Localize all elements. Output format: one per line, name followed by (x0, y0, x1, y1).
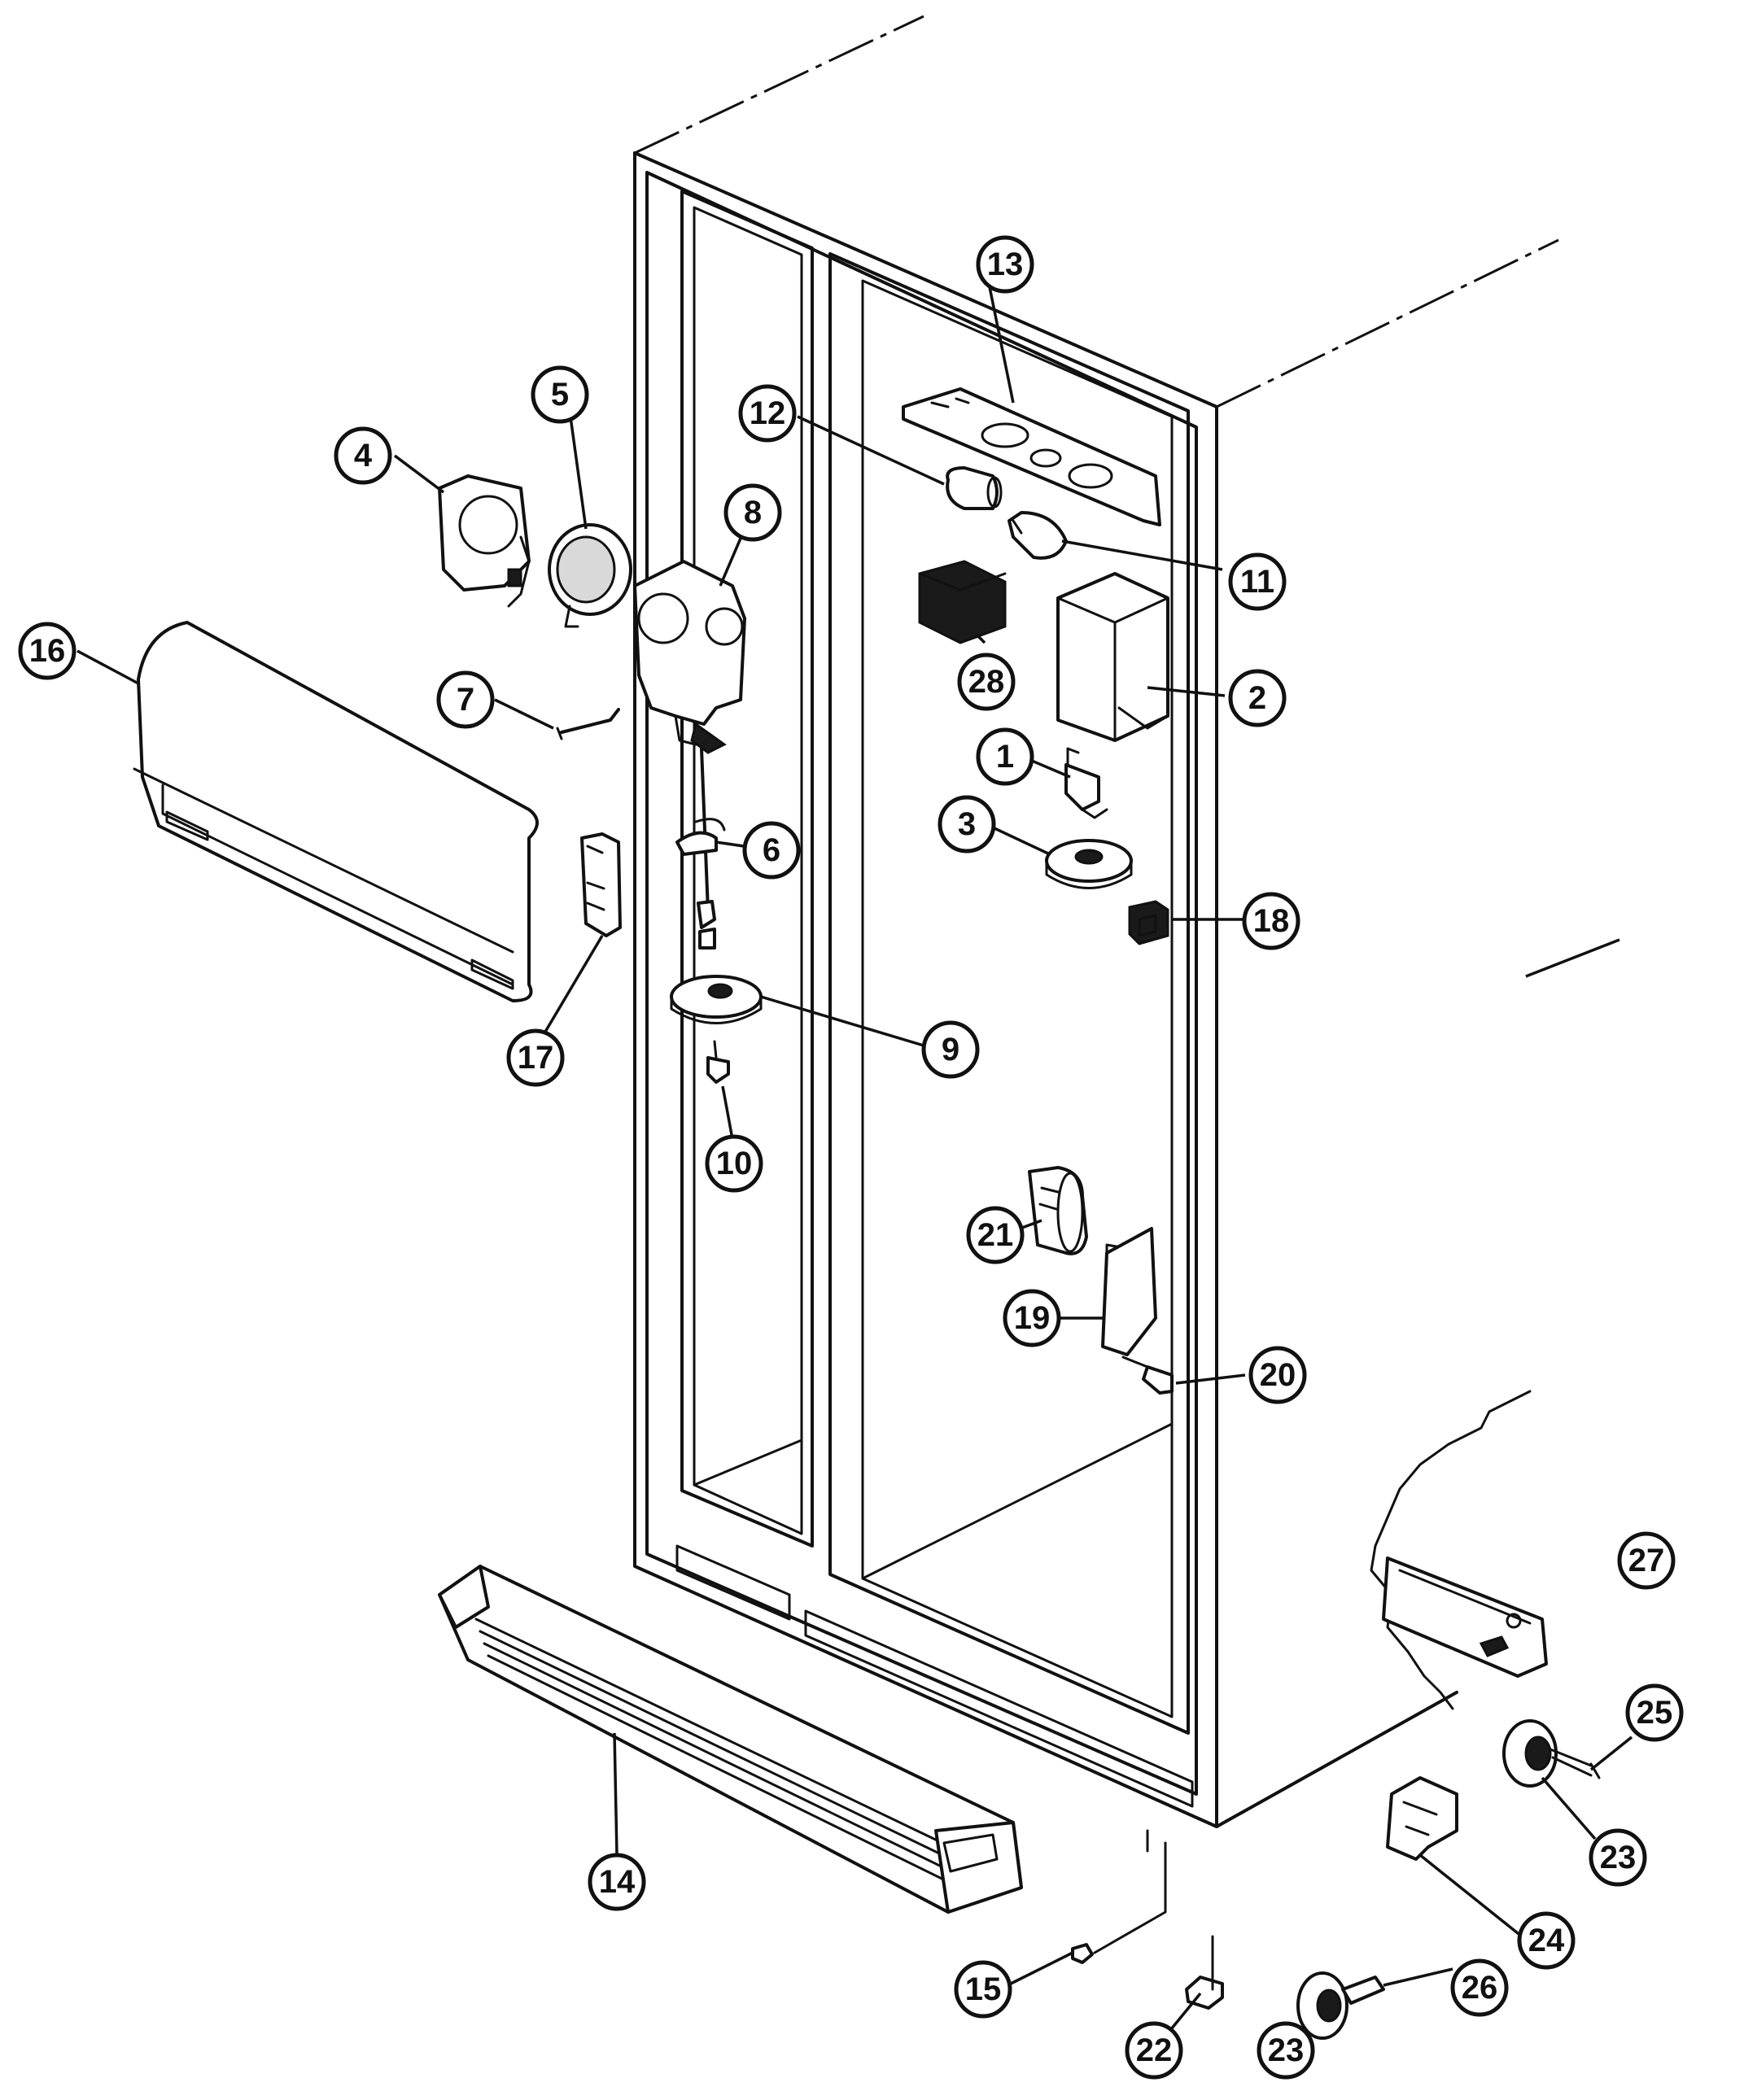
svg-text:3: 3 (958, 806, 976, 842)
callout-22: 22 (1125, 2021, 1183, 2080)
leader-lines (76, 282, 1633, 2040)
control-cover-box (1056, 572, 1169, 742)
light-bulb (1007, 511, 1068, 560)
callout-18: 18 (1242, 892, 1300, 950)
callout-28: 28 (957, 653, 1016, 711)
callout-4: 4 (334, 426, 392, 485)
svg-text:24: 24 (1528, 1923, 1565, 1958)
drain-trough (1028, 1166, 1088, 1255)
rail-bracket (1382, 1556, 1548, 1678)
door-switch (1064, 747, 1108, 819)
panel-hinge-bracket (580, 832, 622, 937)
roller-bracket (1386, 1776, 1458, 1861)
auger-motor-housing (633, 560, 746, 754)
svg-text:14: 14 (599, 1864, 636, 1900)
svg-text:28: 28 (968, 664, 1005, 700)
callout-2: 2 (1228, 669, 1287, 727)
callout-8: 8 (723, 483, 782, 542)
svg-text:25: 25 (1637, 1695, 1673, 1731)
svg-text:1: 1 (996, 739, 1014, 775)
callout-13: 13 (976, 235, 1034, 294)
callout-19: 19 (1003, 1289, 1061, 1347)
svg-text:15: 15 (965, 1971, 1002, 2007)
svg-text:11: 11 (1240, 564, 1274, 600)
callout-21: 21 (966, 1206, 1025, 1264)
callout-9: 9 (921, 1020, 980, 1079)
roller-axle-bolt (1549, 1748, 1601, 1779)
svg-text:20: 20 (1260, 1357, 1296, 1393)
dispenser-front-panel (133, 621, 539, 1002)
callout-5: 5 (531, 365, 589, 424)
cover-clip (1128, 900, 1169, 945)
shaft-bearing (670, 975, 763, 1024)
grille-clip (1071, 1943, 1094, 1964)
svg-text:22: 22 (1136, 2032, 1173, 2068)
svg-text:13: 13 (987, 247, 1024, 282)
dispenser-shaft (675, 747, 726, 950)
roller-wheel-lower (1296, 1971, 1348, 2040)
svg-text:10: 10 (716, 1146, 753, 1181)
svg-text:2: 2 (1248, 680, 1266, 716)
callout-23-lower: 23 (1257, 2021, 1315, 2080)
callout-25: 25 (1625, 1683, 1684, 1742)
svg-text:19: 19 (1014, 1300, 1051, 1336)
svg-text:18: 18 (1253, 903, 1290, 939)
actuator-rod (556, 708, 620, 740)
callout-1: 1 (976, 727, 1034, 786)
relay-block (918, 560, 1007, 644)
svg-text:4: 4 (354, 438, 373, 474)
shaft-screw (706, 1040, 730, 1084)
light-socket-bracket (902, 387, 1161, 526)
svg-text:7: 7 (457, 682, 474, 718)
svg-text:5: 5 (551, 377, 569, 413)
roller-axle-pin (1341, 1976, 1385, 2005)
callout-3: 3 (938, 795, 996, 854)
callout-26: 26 (1450, 1958, 1509, 2017)
svg-text:9: 9 (942, 1032, 959, 1067)
thermostat-knob (1045, 839, 1133, 889)
callout-20: 20 (1248, 1346, 1307, 1404)
leveling-nut (1185, 1935, 1224, 2010)
bracket-screw (1121, 1356, 1174, 1395)
refrigerator-cabinet (633, 15, 1559, 1954)
svg-text:21: 21 (977, 1217, 1014, 1253)
svg-text:23: 23 (1600, 1840, 1637, 1875)
roller-wheel-upper (1502, 1719, 1558, 1788)
svg-text:16: 16 (29, 633, 66, 669)
svg-text:8: 8 (744, 495, 762, 530)
callout-14: 14 (588, 1853, 646, 1911)
callout-17: 17 (506, 1028, 565, 1087)
svg-text:23: 23 (1268, 2032, 1305, 2068)
callout-23-upper: 23 (1589, 1828, 1647, 1887)
callout-7: 7 (436, 670, 495, 729)
svg-text:12: 12 (750, 395, 786, 431)
callout-27: 27 (1617, 1531, 1676, 1590)
fan-motor-mount (438, 474, 531, 608)
toe-grille (438, 1565, 1023, 1914)
light-socket (946, 466, 1003, 510)
svg-text:26: 26 (1462, 1970, 1498, 2006)
callout-15: 15 (954, 1960, 1012, 2019)
mounting-bracket (1101, 1227, 1157, 1356)
svg-text:27: 27 (1628, 1543, 1665, 1578)
callout-10: 10 (705, 1134, 763, 1193)
svg-text:6: 6 (763, 832, 780, 868)
callout-6: 6 (742, 821, 801, 880)
callout-24: 24 (1517, 1911, 1576, 1970)
fan-motor (548, 523, 632, 628)
svg-text:17: 17 (518, 1040, 554, 1076)
callout-16: 16 (18, 622, 76, 680)
callout-12: 12 (738, 384, 797, 443)
callout-11: 11 (1228, 552, 1287, 611)
